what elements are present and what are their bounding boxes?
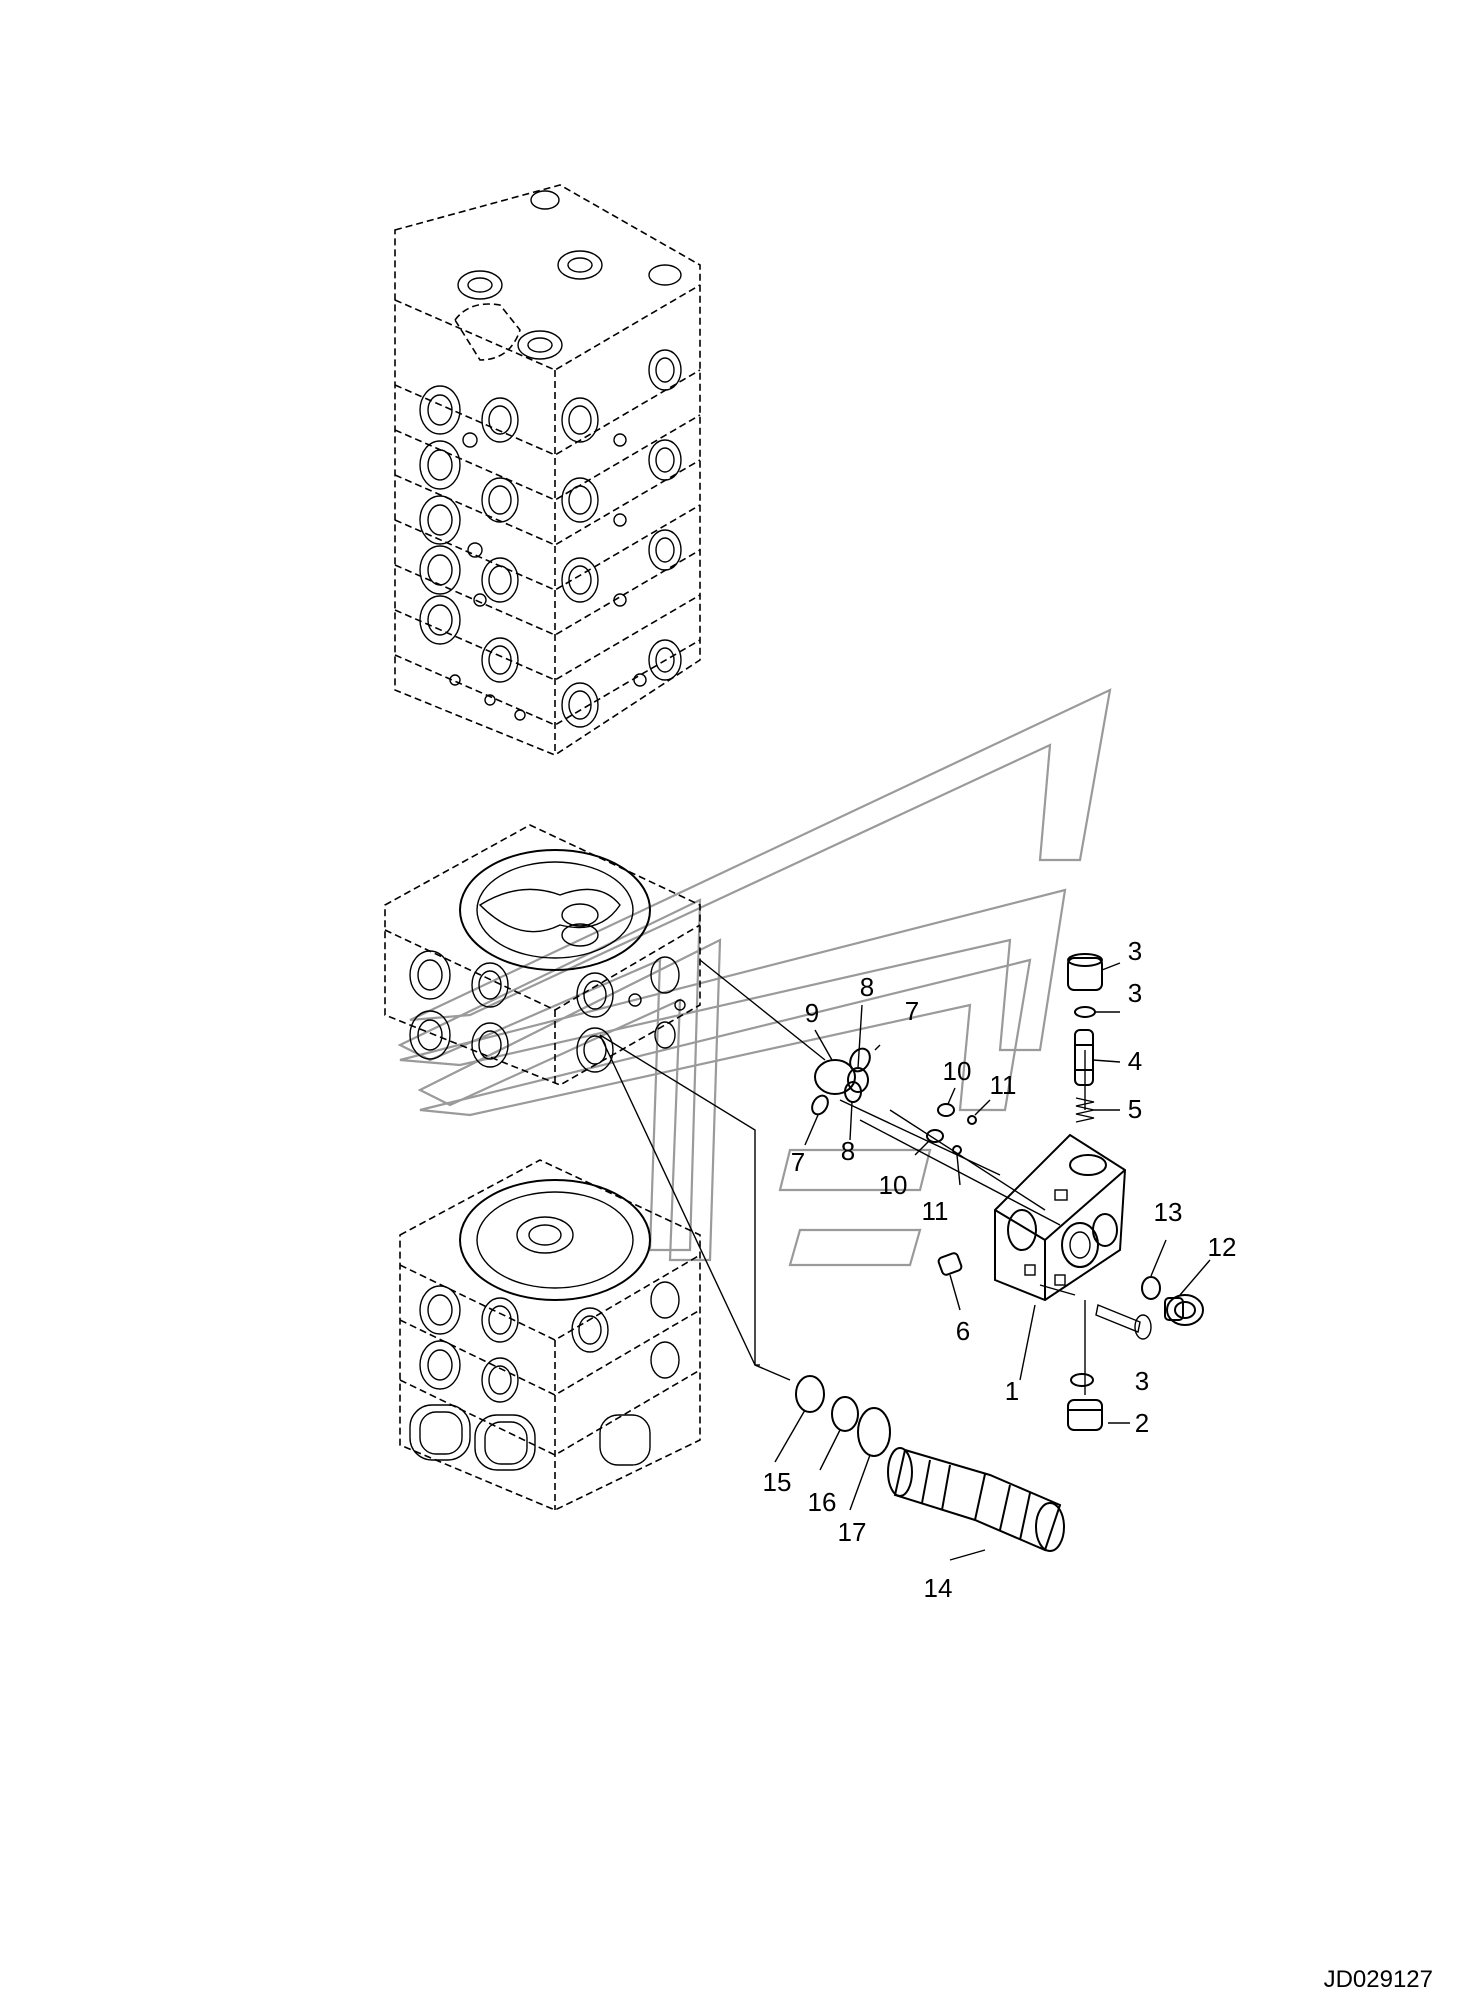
callout-16: 16 bbox=[808, 1487, 837, 1517]
part-16-o-ring bbox=[831, 1396, 859, 1432]
callout-15: 15 bbox=[763, 1467, 792, 1497]
callout-7-lower: 7 bbox=[791, 1147, 805, 1177]
watermark-logo bbox=[397, 688, 1112, 1267]
callout-10-lower: 10 bbox=[879, 1170, 908, 1200]
callout-2: 2 bbox=[1135, 1408, 1149, 1438]
drawing-id: JD029127 bbox=[1324, 1966, 1433, 1993]
callout-1: 1 bbox=[1005, 1376, 1019, 1406]
part-1-valve-body bbox=[994, 1133, 1127, 1302]
bolt bbox=[1095, 1304, 1152, 1340]
assembly-lines bbox=[599, 959, 1086, 1395]
callout-4: 4 bbox=[1128, 1046, 1142, 1076]
callout-labels: 1 2 3 3 3 4 5 6 7 7 8 8 9 10 10 11 11 12… bbox=[763, 936, 1237, 1603]
valve-section-middle bbox=[384, 824, 701, 1086]
part-10-plug-b bbox=[926, 1129, 944, 1143]
part-14-relief-valve bbox=[887, 1447, 1065, 1552]
callout-6: 6 bbox=[956, 1316, 970, 1346]
part-3-o-ring-top bbox=[1074, 1006, 1096, 1018]
part-3-plug-top bbox=[1067, 953, 1103, 991]
callout-3-top: 3 bbox=[1128, 936, 1142, 966]
part-7-o-ring-a bbox=[849, 1047, 871, 1073]
callout-3-bottom: 3 bbox=[1135, 1366, 1149, 1396]
part-4-spool bbox=[1074, 1029, 1094, 1086]
part-6-fitting bbox=[937, 1252, 963, 1276]
part-7-o-ring-b bbox=[811, 1094, 829, 1116]
callout-3-o-ring: 3 bbox=[1128, 978, 1142, 1008]
callout-8-upper: 8 bbox=[860, 972, 874, 1002]
callout-12: 12 bbox=[1208, 1232, 1237, 1262]
part-13-o-ring bbox=[1141, 1276, 1161, 1300]
part-15-o-ring bbox=[795, 1375, 825, 1413]
part-11-pin-a bbox=[967, 1115, 977, 1125]
callout-9: 9 bbox=[805, 998, 819, 1028]
part-3-o-ring-bottom bbox=[1070, 1373, 1094, 1387]
main-valve-stack-top bbox=[394, 184, 701, 756]
callout-10-upper: 10 bbox=[943, 1056, 972, 1086]
callout-8-lower: 8 bbox=[841, 1136, 855, 1166]
callout-leaders bbox=[774, 962, 1211, 1561]
part-2-plug bbox=[1067, 1399, 1103, 1431]
main-valve-stack-bottom bbox=[399, 1159, 701, 1511]
part-10-plug-a bbox=[937, 1103, 955, 1117]
callout-7-upper: 7 bbox=[905, 996, 919, 1026]
callout-14: 14 bbox=[924, 1573, 953, 1603]
part-12-plug bbox=[1164, 1294, 1204, 1326]
callout-5: 5 bbox=[1128, 1094, 1142, 1124]
callout-17: 17 bbox=[838, 1517, 867, 1547]
callout-11-upper: 11 bbox=[990, 1070, 1017, 1100]
callout-11-lower: 11 bbox=[922, 1196, 949, 1226]
part-11-pin-b bbox=[952, 1145, 962, 1155]
callout-13: 13 bbox=[1154, 1197, 1183, 1227]
part-17-o-ring bbox=[857, 1407, 891, 1457]
part-9-o-ring bbox=[814, 1059, 856, 1095]
